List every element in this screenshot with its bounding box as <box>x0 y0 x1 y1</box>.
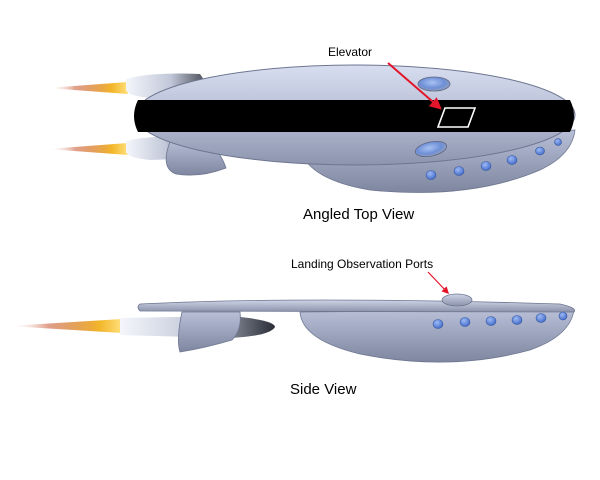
angled-top-view <box>47 62 576 193</box>
elevator-outline <box>436 107 477 128</box>
angled-top-view-caption: Angled Top View <box>303 206 415 223</box>
lower-dome <box>414 140 448 158</box>
side-observation-port <box>535 313 547 323</box>
side-fin <box>178 311 241 353</box>
side-view <box>8 271 576 363</box>
elevator-label: Elevator <box>328 45 373 59</box>
hull-band <box>134 100 574 132</box>
upper-dome <box>417 76 451 92</box>
observation-port <box>554 138 562 146</box>
side-observation-port <box>432 319 444 329</box>
observation-port <box>425 170 437 180</box>
observation-port <box>453 166 465 176</box>
side-saucer <box>137 299 576 313</box>
upper-engine-flame <box>47 82 128 94</box>
lower-engine-flame <box>47 143 128 155</box>
landing-ports-arrow <box>427 271 449 295</box>
side-observation-port <box>485 316 497 326</box>
side-observation-port <box>558 311 568 321</box>
elevator-arrow <box>387 62 442 110</box>
observation-port <box>535 146 545 156</box>
landing-observation-dome <box>441 293 473 307</box>
landing-ports-label: Landing Observation Ports <box>291 257 434 271</box>
side-engine-flame <box>8 319 122 333</box>
side-observation-port <box>459 317 471 327</box>
side-observation-port <box>511 315 523 325</box>
observation-port <box>480 161 492 171</box>
side-view-caption: Side View <box>290 381 357 398</box>
side-lower-hull <box>299 309 575 363</box>
observation-port <box>506 155 518 165</box>
